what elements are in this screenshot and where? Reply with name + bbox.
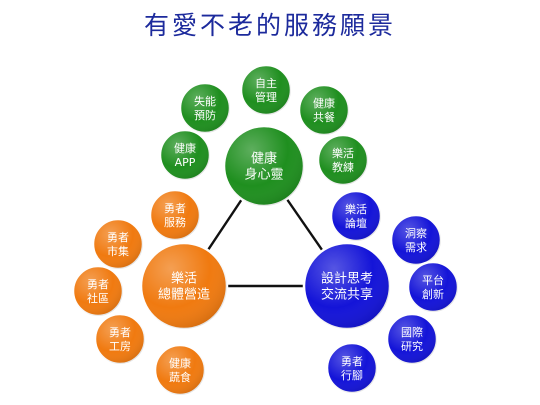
design-satellite-node-label: 勇者: [341, 355, 363, 368]
design-satellite-node-label: 創新: [422, 287, 444, 301]
health-satellite-node-label: 共餐: [313, 110, 335, 124]
health-hub-node-shading: [224, 126, 304, 206]
health-satellite-node-shading: [299, 85, 349, 135]
design-satellite-node-label: 洞察: [405, 226, 427, 240]
design-satellite-node-shading: [408, 262, 458, 312]
design-satellite-node-label: 國際: [401, 326, 423, 339]
living-satellite-node-label: 勇者: [107, 231, 129, 244]
design-hub-node-shading: [304, 243, 390, 329]
design-satellite-node-shading: [387, 314, 437, 364]
design-satellite-node-shading: [331, 191, 381, 241]
health-satellite-node-label: 管理: [255, 90, 277, 104]
living-satellite-node-label: 服務: [164, 215, 186, 229]
health-satellite-node-label: APP: [175, 156, 196, 169]
design-satellite-node-label: 樂活: [345, 202, 367, 216]
living-satellite-node-shading: [155, 345, 205, 395]
living-satellite-node-label: 勇者: [109, 326, 131, 339]
health-satellite-node-label: 健康: [174, 141, 196, 155]
design-satellite-node-shading: [327, 343, 377, 393]
design-satellite-node-label: 需求: [405, 241, 427, 254]
diagram-nodes: 自主管理失能預防健康共餐健康APP樂活教練健康身心靈勇者服務勇者市集勇者社區勇者…: [71, 63, 460, 397]
living-hub-node-shading: [141, 243, 227, 329]
living-satellite-node-label: 市集: [107, 244, 129, 258]
design-hub-node-label: 設計思考: [321, 271, 373, 287]
living-satellite-node-shading: [73, 266, 123, 316]
living-satellite-node-label: 工房: [109, 340, 131, 353]
health-satellite-node-label: 樂活: [332, 146, 354, 160]
living-satellite-node-shading: [95, 314, 145, 364]
health-satellite-node-label: 預防: [194, 108, 216, 122]
design-satellite-node-label: 行腳: [341, 369, 363, 382]
health-satellite-node-shading: [180, 83, 230, 133]
living-hub-node-label: 總體營造: [158, 287, 210, 303]
health-hub-node-label: 健康: [251, 151, 277, 167]
health-satellite-node-shading: [160, 130, 210, 180]
design-satellite-node-label: 研究: [401, 339, 423, 353]
design-satellite-node-label: 平台: [422, 273, 444, 287]
living-satellite-node-label: 社區: [87, 291, 109, 305]
health-satellite-node-label: 健康: [313, 96, 335, 110]
health-satellite-node-shading: [318, 135, 368, 185]
living-satellite-node-label: 健康: [169, 356, 191, 370]
health-satellite-node-label: 失能: [194, 94, 216, 108]
living-satellite-node-label: 勇者: [164, 202, 186, 215]
health-hub-node-label: 身心靈: [244, 167, 283, 183]
health-satellite-node-shading: [241, 65, 291, 115]
design-hub-node-label: 交流共享: [321, 287, 373, 303]
living-satellite-node-label: 蔬食: [169, 370, 191, 384]
living-satellite-node-shading: [150, 190, 200, 240]
living-satellite-node-shading: [93, 219, 143, 269]
health-satellite-node-label: 教練: [332, 160, 354, 174]
living-hub-node-label: 樂活: [171, 271, 197, 287]
design-satellite-node-shading: [391, 215, 441, 265]
design-satellite-node-label: 論壇: [345, 216, 367, 230]
page-title: 有愛不老的服務願景: [143, 11, 396, 40]
living-satellite-node-label: 勇者: [87, 278, 109, 291]
health-satellite-node-label: 自主: [255, 77, 277, 90]
